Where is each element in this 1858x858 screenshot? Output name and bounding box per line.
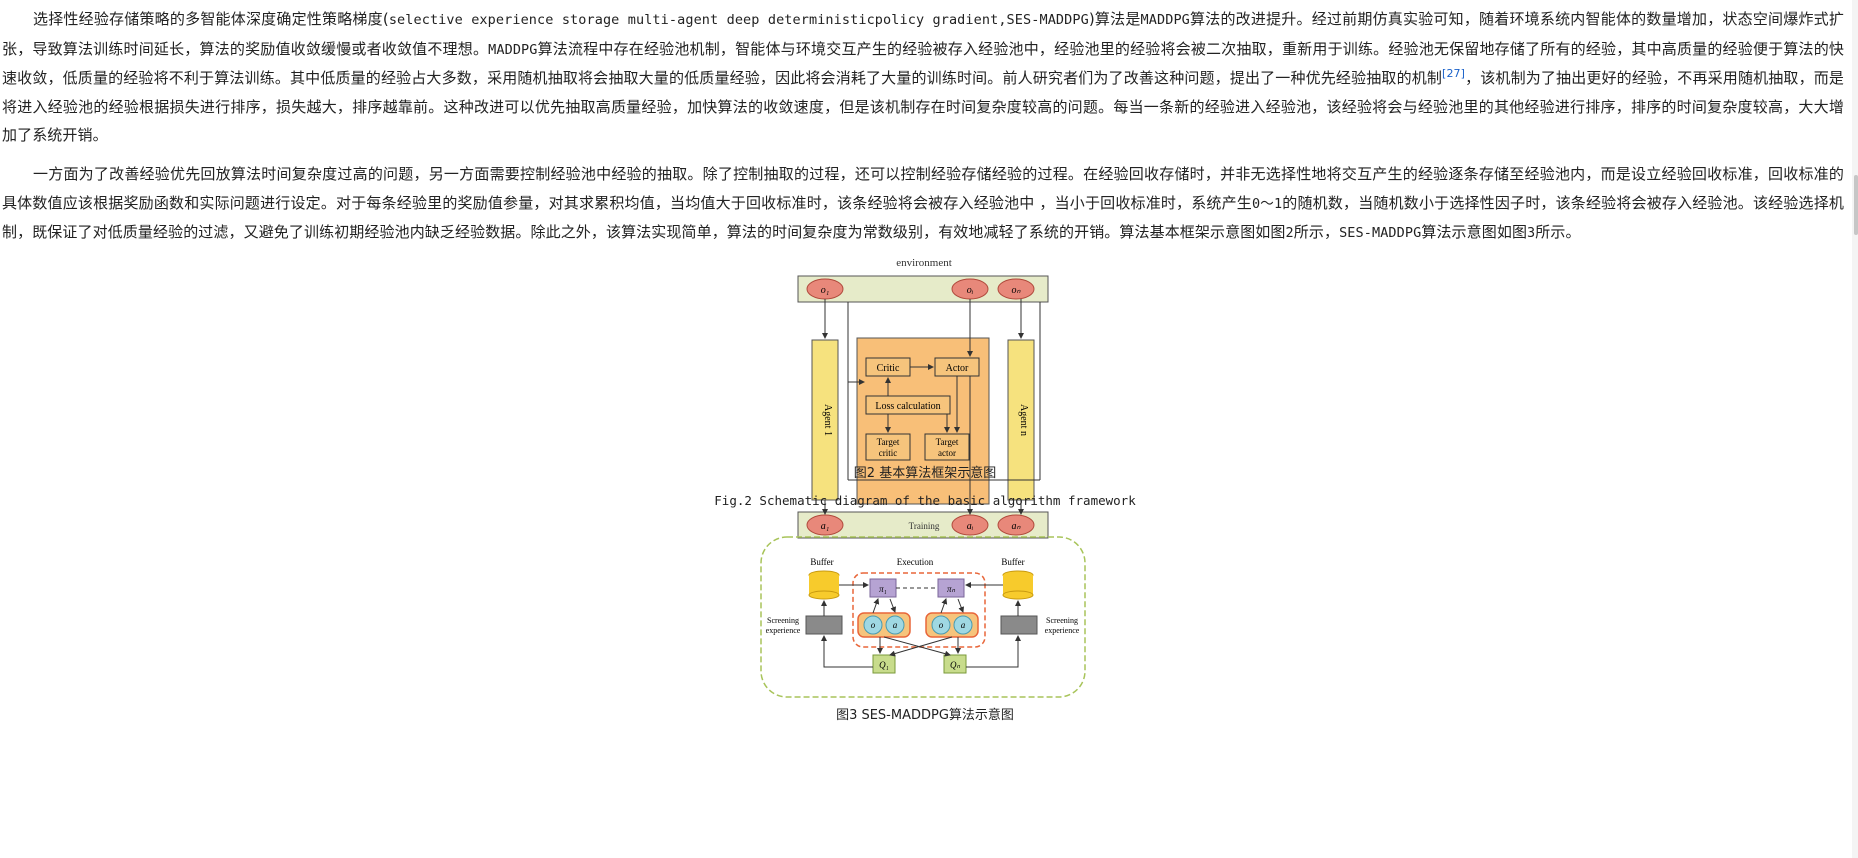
agent-n-box [1007,339,1035,501]
loss-calculation-label: Loss calculation [875,401,940,412]
observation-label: o₁ [821,285,829,296]
figure-3-arrows [821,582,1021,668]
target-actor-label-2: actor [938,448,956,458]
environment-label: environment [896,257,952,269]
text: SES-MADDPG [1339,225,1422,241]
policy-1-label: π₁ [879,584,887,594]
text: MADDPG [488,41,538,58]
text: 算法流程中存在经验池机制，智能体与环境交互产生的经验被存入经验池中，经验池里的经… [2,39,1845,88]
buffer-left-body [809,575,839,595]
text: 3 [1527,225,1536,241]
figure-2-diagram: environment o₁ oᵢ oₙ a₁ aᵢ aₙ Agent 1 Ag… [797,257,1049,539]
target-critic-box [865,433,911,461]
actor-label: Actor [946,363,969,374]
figure-2-caption-en: Fig.2 Schematic diagram of the basic alg… [714,493,1136,508]
text: 算法示意图如图 [1421,223,1528,241]
buffer-right-label: Buffer [1001,557,1024,567]
buffer-left-label: Buffer [810,557,833,567]
critic-label: Critic [877,363,900,374]
training-label: Training [909,521,940,531]
a-node [953,615,973,635]
vertical-scrollbar[interactable] [1852,0,1858,858]
target-critic-label-1: Target [877,437,900,447]
figure-3-caption: 图3 SES-MADDPG算法示意图 [836,708,1014,723]
execution-label: Execution [897,557,934,567]
screening-left-box [805,615,843,635]
a-label: a [961,620,966,630]
o-node [931,615,951,635]
screening-right-box [1000,615,1038,635]
target-actor-box [924,433,970,461]
screening-right-label-2: experience [1045,626,1080,635]
text: MADDPG [1140,12,1190,28]
text: 2 [1285,225,1294,241]
buffer-right-base [1002,590,1034,600]
training-boundary [760,536,1086,698]
o-label: o [871,620,876,630]
agent-1-box [811,339,839,501]
action-node [951,514,989,536]
action-label: a₁ [821,521,829,532]
action-node [997,514,1035,536]
execution-boundary [852,572,986,648]
a-label: a [893,620,898,630]
figure-3-diagram: Training Execution Buffer Buffer Screeni… [760,521,1086,698]
buffer-right-body [1003,575,1033,595]
buffer-left-base [808,590,840,600]
observation-label: oᵢ [967,285,974,296]
scrollbar-thumb[interactable] [1854,175,1858,235]
citation-link[interactable]: [27] [1442,67,1466,80]
qn-label: Qₙ [950,660,960,670]
target-critic-label-2: critic [879,448,898,458]
paragraph-2: 一方面为了改善经验优先回放算法时间复杂度过高的问题，另一方面需要控制经验池中经验… [2,160,1844,248]
text: 所示。 [1535,223,1581,241]
text: 0～1 [1251,195,1283,212]
screening-right-label-1: Screening [1046,616,1078,625]
text: 一方面为了改善经验优先回放算法时间复杂度过高的问题，另一方面需要控制经验池中经验… [2,165,1844,212]
action-label: aₙ [1012,521,1022,532]
observation-label: oₙ [1012,285,1022,296]
paragraph-1: 选择性经验存储策略的多智能体深度确定性策略梯度(selective experi… [2,5,1844,150]
qn-box [943,654,967,674]
text: 选择性经验存储策略的多智能体深度确定性策略梯度( [33,10,389,28]
agent-n-label: Agent n [1018,404,1029,436]
text: selective experience storage multi-agent… [388,12,1089,28]
policy-n-label: πₙ [947,584,956,594]
q1-box [872,654,896,674]
o-node [863,615,883,635]
text: )算法是 [1088,10,1141,28]
a-node [885,615,905,635]
text: ，该机制为了抽出更好的经验，不再采用随机抽取，而是将进入经验池的经验根据损失进行… [2,69,1844,144]
text: 算法的改进提升。经过前期仿真实验可知，随着环境系统内智能体的数量增加，状态空间爆… [2,10,1844,58]
observation-node [997,278,1035,300]
action-node [806,514,844,536]
o-label: o [939,620,944,630]
text: 的随机数，当随机数小于选择性因子时，该条经验将会被存入经验池。该经验选择机制，既… [2,193,1844,242]
figure-2-caption-cn: 图2 基本算法框架示意图 [853,466,997,481]
policy-n-box [937,578,965,598]
text: 所示， [1293,223,1340,241]
target-actor-label-1: Target [936,437,959,447]
q1-label: Q₁ [879,660,889,670]
screening-left-label-1: Screening [767,616,799,625]
figure-2-arrows [822,299,1041,515]
loss-calculation-box [865,395,951,415]
action-label: aᵢ [967,521,974,532]
agent-1-label: Agent 1 [822,404,833,436]
screening-left-label-2: experience [766,626,801,635]
